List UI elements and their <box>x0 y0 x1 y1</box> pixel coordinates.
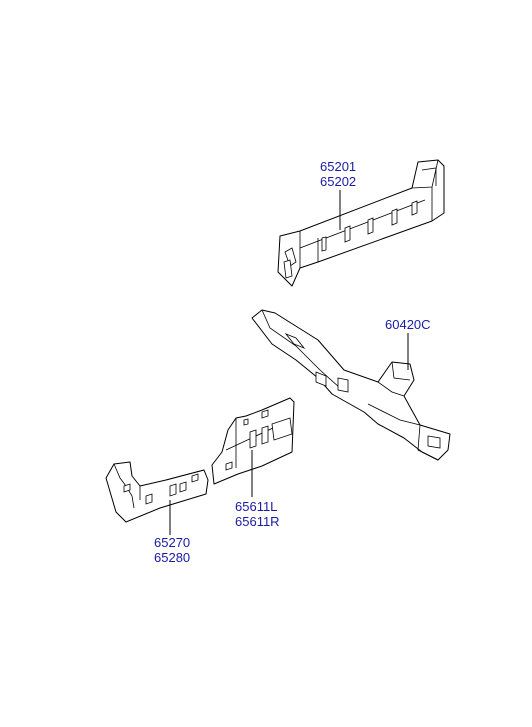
rear-cross-member-part <box>277 159 445 287</box>
part-number-line-1[interactable]: 65270 <box>154 535 191 550</box>
floor-member-part <box>251 309 451 461</box>
part-number-line-1[interactable]: 65201 <box>320 159 357 174</box>
part-number-line-2[interactable]: 65202 <box>320 174 357 189</box>
part-number-line-1[interactable]: 65611L <box>235 499 278 514</box>
part-number-line-2[interactable]: 65611R <box>235 514 280 529</box>
part-number-label-65201[interactable]: 65201 65202 <box>320 159 356 189</box>
part-number-label-60420c[interactable]: 60420C <box>385 317 431 332</box>
side-panel-part <box>211 397 295 485</box>
part-number-line-2[interactable]: 65280 <box>154 550 191 565</box>
part-number-label-65270[interactable]: 65270 65280 <box>154 535 190 565</box>
front-side-member-part <box>105 461 209 523</box>
part-number-label-65611[interactable]: 65611L 65611R <box>235 499 280 529</box>
part-number-line-1[interactable]: 60420C <box>385 317 431 332</box>
